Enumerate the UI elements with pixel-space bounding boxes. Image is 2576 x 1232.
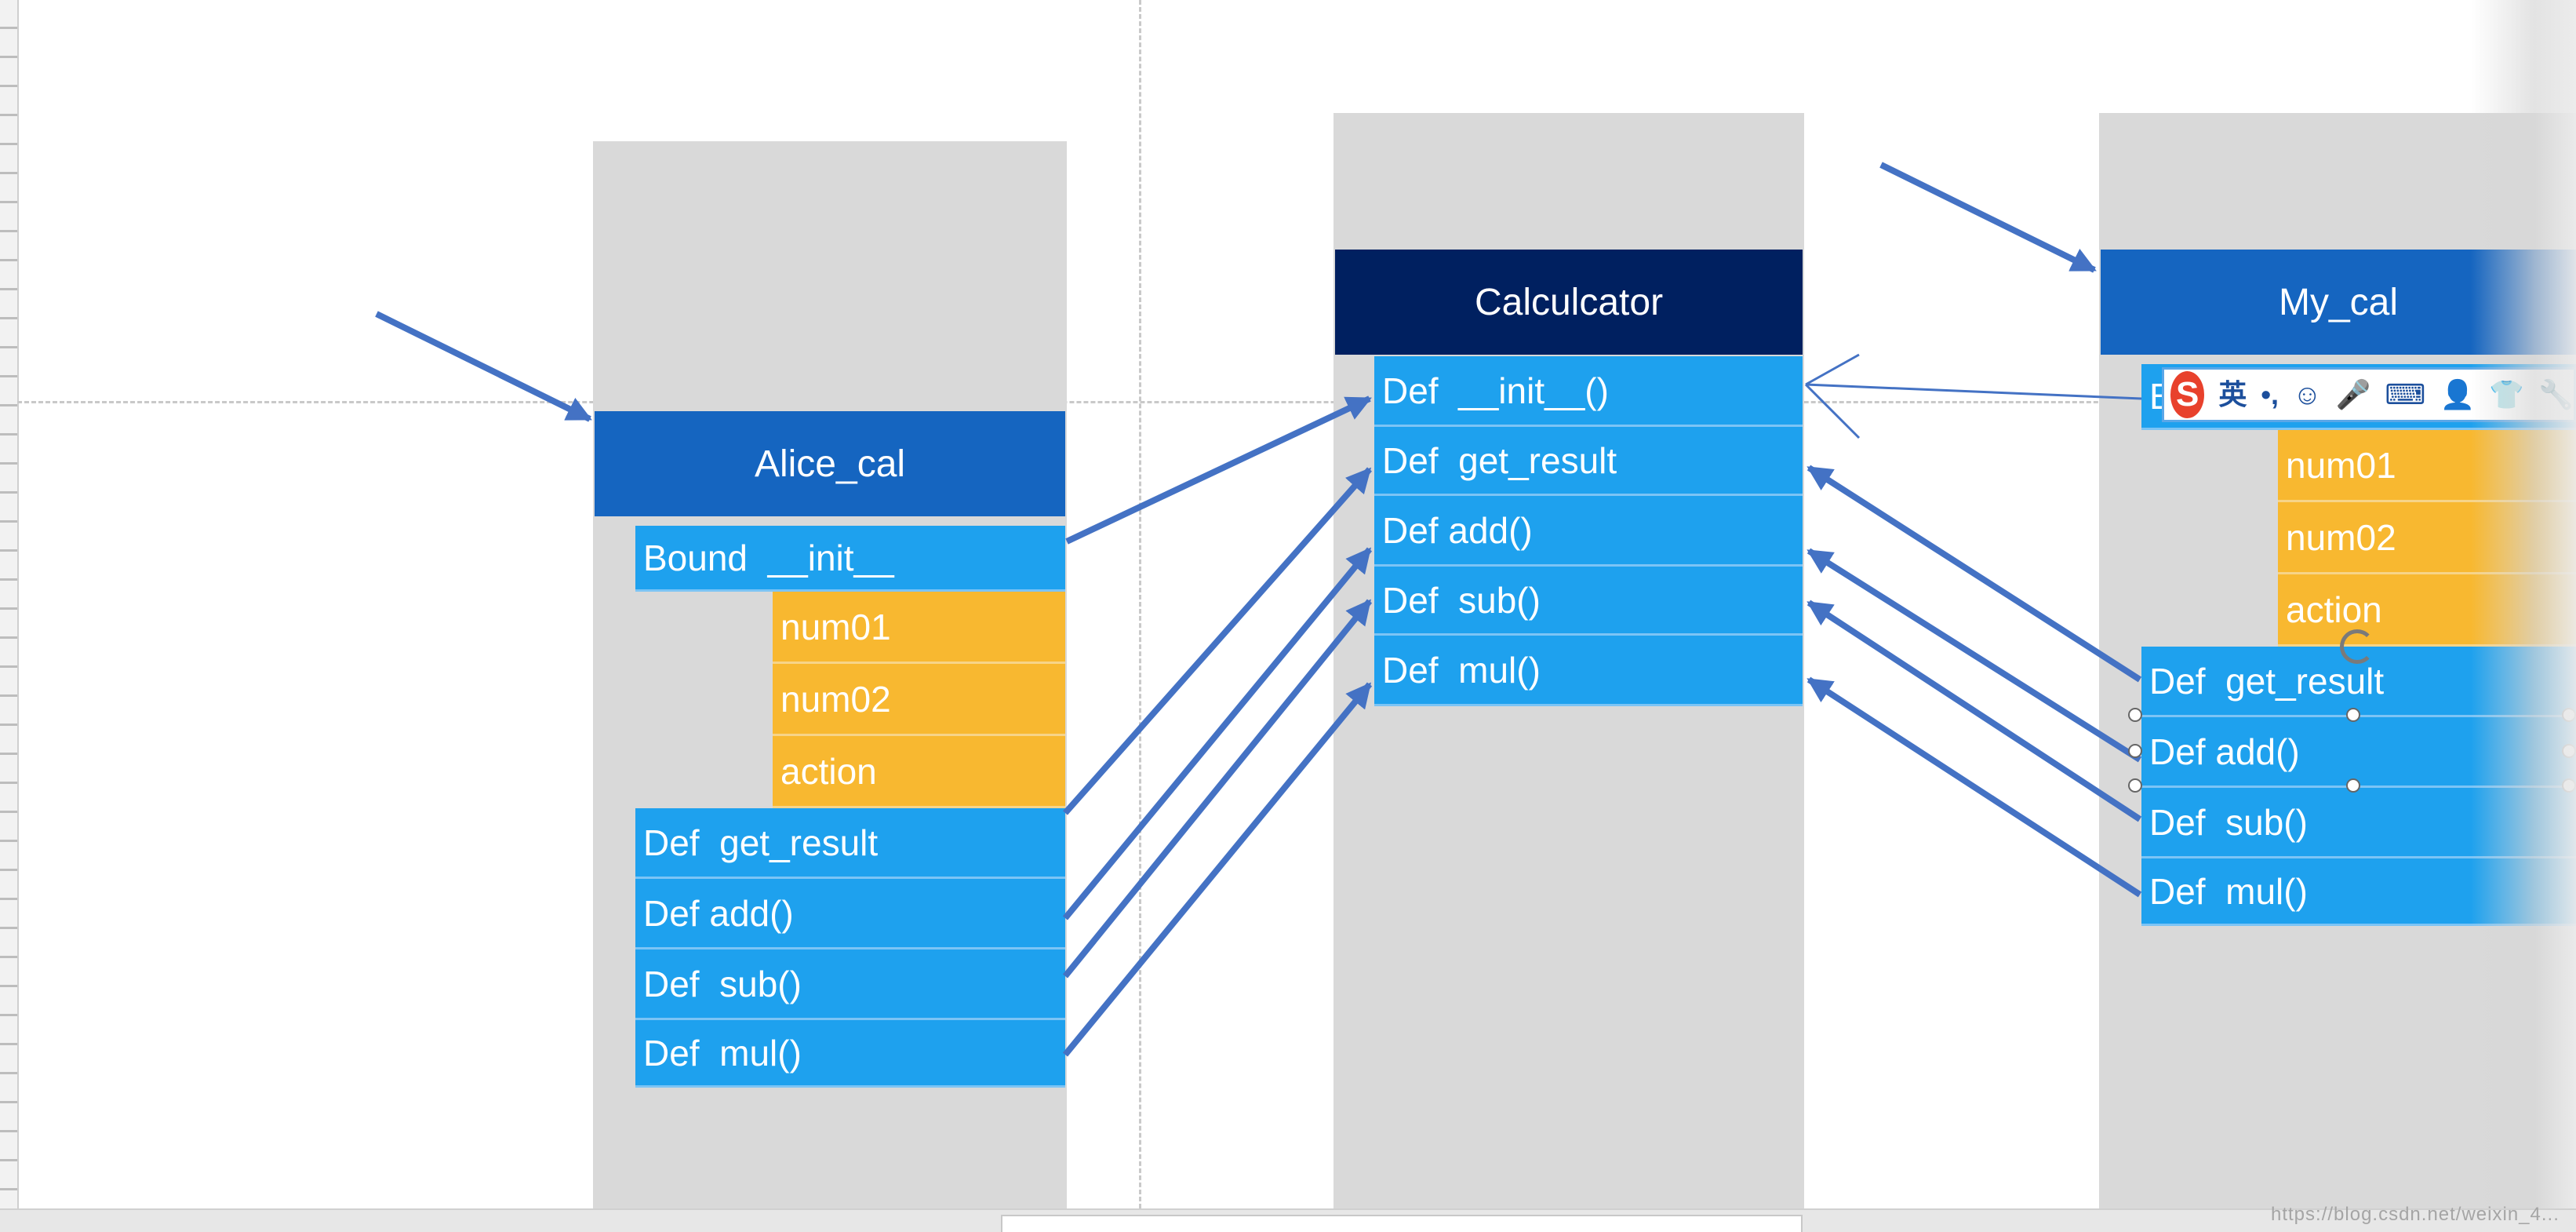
alice-attr-action[interactable]: action	[773, 736, 1065, 808]
vertical-guide-line[interactable]	[1139, 0, 1141, 1208]
microphone-icon[interactable]: 🎤	[2335, 378, 2371, 410]
arrow-my-cal-mul-to-calculator[interactable]	[1806, 676, 2142, 898]
selection-handle-top-center[interactable]	[2346, 708, 2360, 722]
alice-attr-num01[interactable]: num01	[773, 592, 1065, 664]
calculator-method-get-result[interactable]: Def get_result	[1374, 427, 1803, 496]
user-icon[interactable]: 👤	[2440, 378, 2476, 410]
alice-method-add[interactable]: Def add()	[635, 879, 1065, 950]
ime-language-toggle[interactable]: 英	[2218, 378, 2247, 410]
arrow-my-cal-init-head-upper	[1805, 353, 1860, 386]
arrow-my-cal-init-to-calculator[interactable]	[1805, 383, 2142, 400]
alice-method-get-result[interactable]: Def get_result	[635, 808, 1065, 879]
arrow-my-cal-init-head-lower	[1804, 383, 1861, 439]
alice-attr-num02[interactable]: num02	[773, 664, 1065, 736]
arrow-alice-mul-to-calculator[interactable]	[1062, 682, 1373, 1057]
horizontal-guide-line[interactable]	[17, 401, 2472, 403]
edge-shadow	[2471, 0, 2576, 1208]
calculator-method-sub[interactable]: Def sub()	[1374, 567, 1803, 636]
rotate-handle-icon[interactable]	[2340, 629, 2374, 664]
alice-bound-init[interactable]: Bound __init__	[635, 526, 1065, 592]
arrow-my-cal-sub-to-calculator[interactable]	[1806, 600, 2142, 822]
selection-handle-top-left[interactable]	[2128, 708, 2142, 722]
calculator-method-mul[interactable]: Def mul()	[1374, 636, 1803, 706]
keyboard-icon[interactable]: ⌨	[2385, 378, 2426, 410]
calculator-method-add[interactable]: Def add()	[1374, 496, 1803, 567]
emoji-icon[interactable]: ☺	[2292, 378, 2322, 410]
arrow-alice-get-result-to-calculator[interactable]	[1063, 467, 1372, 815]
selection-handle-bottom-center[interactable]	[2346, 778, 2360, 793]
vertical-ruler	[0, 0, 19, 1208]
alice-method-sub[interactable]: Def sub()	[635, 950, 1065, 1020]
watermark-text: https://blog.csdn.net/weixin_4...	[2271, 1204, 2560, 1225]
arrow-into-my-cal[interactable]	[1879, 162, 2097, 273]
arrow-alice-add-to-calculator[interactable]	[1062, 547, 1373, 920]
alice-method-mul[interactable]: Def mul()	[635, 1020, 1065, 1088]
arrow-alice-sub-to-calculator[interactable]	[1062, 599, 1373, 979]
arrow-into-alice-cal[interactable]	[375, 311, 592, 422]
arrow-alice-init-to-calculator-init[interactable]	[1065, 395, 1372, 545]
punctuation-icon[interactable]: •,	[2261, 378, 2279, 410]
alice-cal-header[interactable]: Alice_cal	[595, 411, 1065, 516]
calculator-method-init[interactable]: Def __init__()	[1374, 356, 1803, 427]
selection-handle-middle-left[interactable]	[2128, 744, 2142, 758]
arrow-my-cal-get-result-to-calculator[interactable]	[1806, 465, 2142, 683]
selection-handle-bottom-left[interactable]	[2128, 778, 2142, 793]
ime-logo-icon[interactable]: S	[2170, 371, 2205, 418]
calculator-header[interactable]: Calculcator	[1335, 250, 1803, 355]
arrow-my-cal-add-to-calculator[interactable]	[1806, 548, 2142, 763]
scroll-thumb[interactable]	[1001, 1215, 1803, 1232]
